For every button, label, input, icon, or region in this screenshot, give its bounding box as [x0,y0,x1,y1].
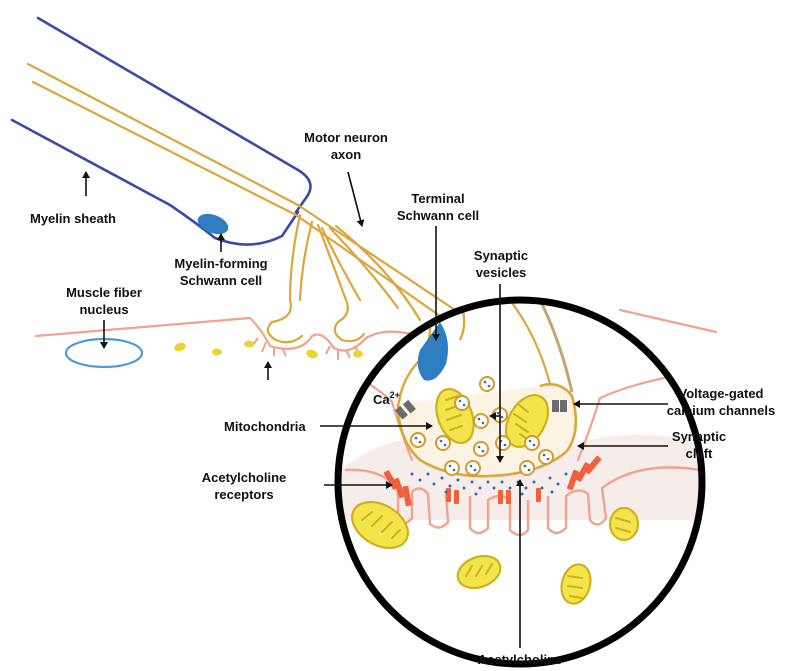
label-synaptic-cleft-line1: Synaptic [672,429,726,444]
label-synaptic-vesicles-line1: Synaptic [474,248,528,263]
label-synaptic-vesicles-line2: vesicles [476,265,527,280]
label-myelin-sheath: Myelin sheath [30,211,116,226]
label-muscle-nucleus-line1: Muscle fiber [66,285,142,300]
label-mitochondria: Mitochondria [224,419,306,434]
schwann-cell-nucleus [195,210,231,238]
label-voltage-gated-line1: Voltage-gated [679,386,764,401]
muscle-fiber-membrane-right [620,310,716,332]
mitochondrion-muscle-4 [610,508,638,540]
label-voltage-gated-line2: calcium channels [667,403,775,418]
label-myelin-forming-line2: Schwann cell [180,273,262,288]
muscle-fiber-membrane [36,318,430,350]
label-motor-neuron-line2: axon [331,147,361,162]
label-ach-receptors-line2: receptors [214,487,273,502]
label-ach-receptors-line1: Acetylcholine [202,470,287,485]
label-muscle-nucleus-line2: nucleus [79,302,128,317]
label-terminal-schwann-line2: Schwann cell [397,208,479,223]
label-motor-neuron-line1: Motor neuron [304,130,388,145]
label-acetylcholine: Acetylcholine [478,652,563,667]
label-terminal-schwann-line1: Terminal [411,191,464,206]
motor-neuron-axon [28,64,470,342]
label-synaptic-cleft-line2: cleft [686,446,713,461]
label-myelin-forming-line1: Myelin-forming [174,256,267,271]
